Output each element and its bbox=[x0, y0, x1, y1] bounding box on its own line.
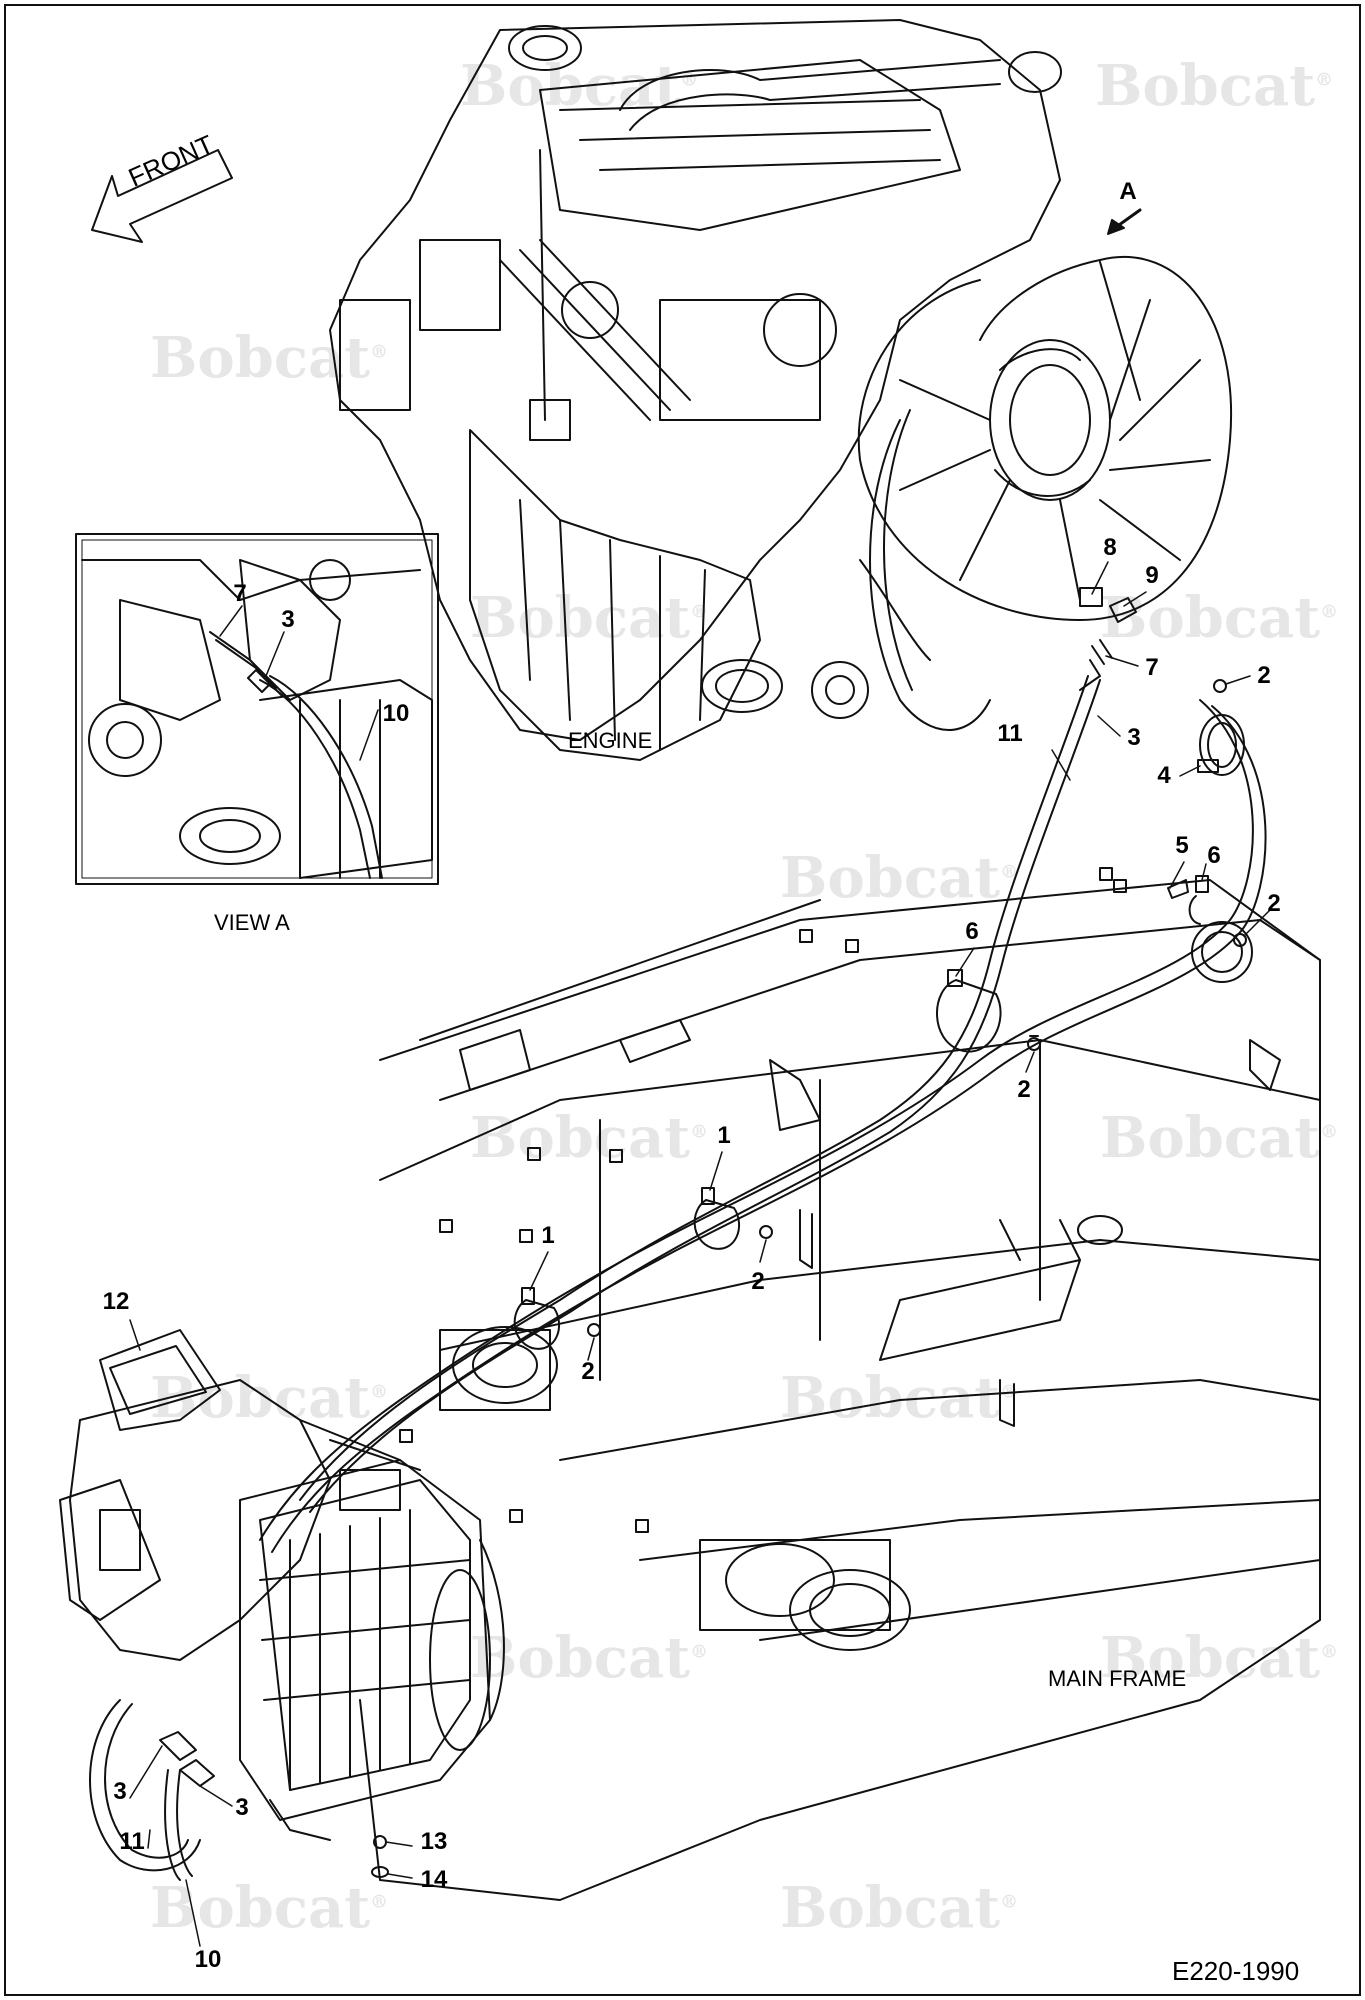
heater-fittings-engine bbox=[1079, 587, 1137, 691]
bobcat-watermark: Bobcat® bbox=[780, 1365, 1019, 1431]
bobcat-watermark: Bobcat® bbox=[470, 1625, 709, 1691]
bolt-icon bbox=[1213, 679, 1227, 693]
bolt-icon bbox=[1027, 1035, 1041, 1051]
callout-2-mid: 2 bbox=[1017, 1076, 1031, 1103]
callout-1-upper: 1 bbox=[717, 1122, 731, 1149]
callout-6-right: 6 bbox=[1207, 842, 1221, 869]
engine-caption: ENGINE bbox=[568, 728, 653, 753]
bobcat-watermark: Bobcat® bbox=[1095, 53, 1334, 119]
bobcat-watermark: Bobcat® bbox=[1100, 1625, 1339, 1691]
hose-clamps bbox=[513, 679, 1247, 1350]
bobcat-watermark: Bobcat® bbox=[150, 1875, 389, 1941]
callout-2-bottom: 2 bbox=[581, 1358, 595, 1385]
bobcat-watermark: Bobcat® bbox=[1100, 1105, 1339, 1171]
view-a-caption: VIEW A bbox=[214, 910, 290, 935]
front-arrow-icon bbox=[91, 149, 233, 243]
view-a-inset bbox=[75, 533, 439, 885]
main-frame-caption: MAIN FRAME bbox=[1048, 1666, 1187, 1691]
callout-2-top: 2 bbox=[1257, 662, 1271, 689]
callout-12: 12 bbox=[102, 1288, 130, 1315]
bolt-icon bbox=[759, 1225, 773, 1239]
figure-code: E220-1990 bbox=[1172, 1956, 1300, 1986]
bobcat-watermark: Bobcat® bbox=[470, 585, 709, 651]
callout-3-inset: 3 bbox=[281, 606, 295, 633]
main-frame bbox=[359, 867, 1321, 1901]
callout-10-inset: 10 bbox=[382, 700, 410, 727]
diagram-border bbox=[4, 4, 1361, 1996]
bolt-icon bbox=[1233, 933, 1247, 947]
bobcat-watermark: Bobcat® bbox=[780, 1875, 1019, 1941]
callout-2-right: 2 bbox=[1267, 890, 1281, 917]
callout-11-heater: 11 bbox=[119, 1828, 145, 1855]
callout-6-mid: 6 bbox=[965, 918, 979, 945]
engine-assembly bbox=[329, 19, 1062, 761]
bolt-icon bbox=[587, 1323, 601, 1337]
leader-lines bbox=[129, 561, 1271, 1947]
bobcat-watermark: Bobcat® bbox=[780, 845, 1019, 911]
callout-11-top: 11 bbox=[997, 720, 1023, 747]
engine-fan bbox=[857, 255, 1233, 621]
callout-7-inset: 7 bbox=[233, 580, 247, 607]
bobcat-watermark: Bobcat® bbox=[1100, 585, 1339, 651]
callout-1-lower: 1 bbox=[541, 1222, 555, 1249]
callout-7: 7 bbox=[1145, 654, 1159, 681]
callout-3-top: 3 bbox=[1127, 724, 1141, 751]
callout-13: 13 bbox=[420, 1828, 448, 1855]
callout-4: 4 bbox=[1157, 762, 1171, 789]
callout-10-heater: 10 bbox=[194, 1946, 222, 1973]
callout-3-heater-left: 3 bbox=[113, 1778, 127, 1805]
bobcat-watermark: Bobcat® bbox=[470, 1105, 709, 1171]
callout-8: 8 bbox=[1103, 534, 1117, 561]
view-a-arrow-label: A bbox=[1119, 178, 1137, 205]
callout-14: 14 bbox=[420, 1866, 448, 1893]
callout-5: 5 bbox=[1175, 832, 1189, 859]
fan-belt bbox=[869, 409, 991, 731]
callout-9: 9 bbox=[1145, 562, 1159, 589]
heater-unit bbox=[59, 1329, 505, 1881]
view-a-arrow-icon bbox=[1107, 208, 1142, 235]
heater-hoses bbox=[259, 675, 1267, 1553]
callout-2-lower: 2 bbox=[751, 1268, 765, 1295]
callout-3-heater-right: 3 bbox=[235, 1794, 249, 1821]
